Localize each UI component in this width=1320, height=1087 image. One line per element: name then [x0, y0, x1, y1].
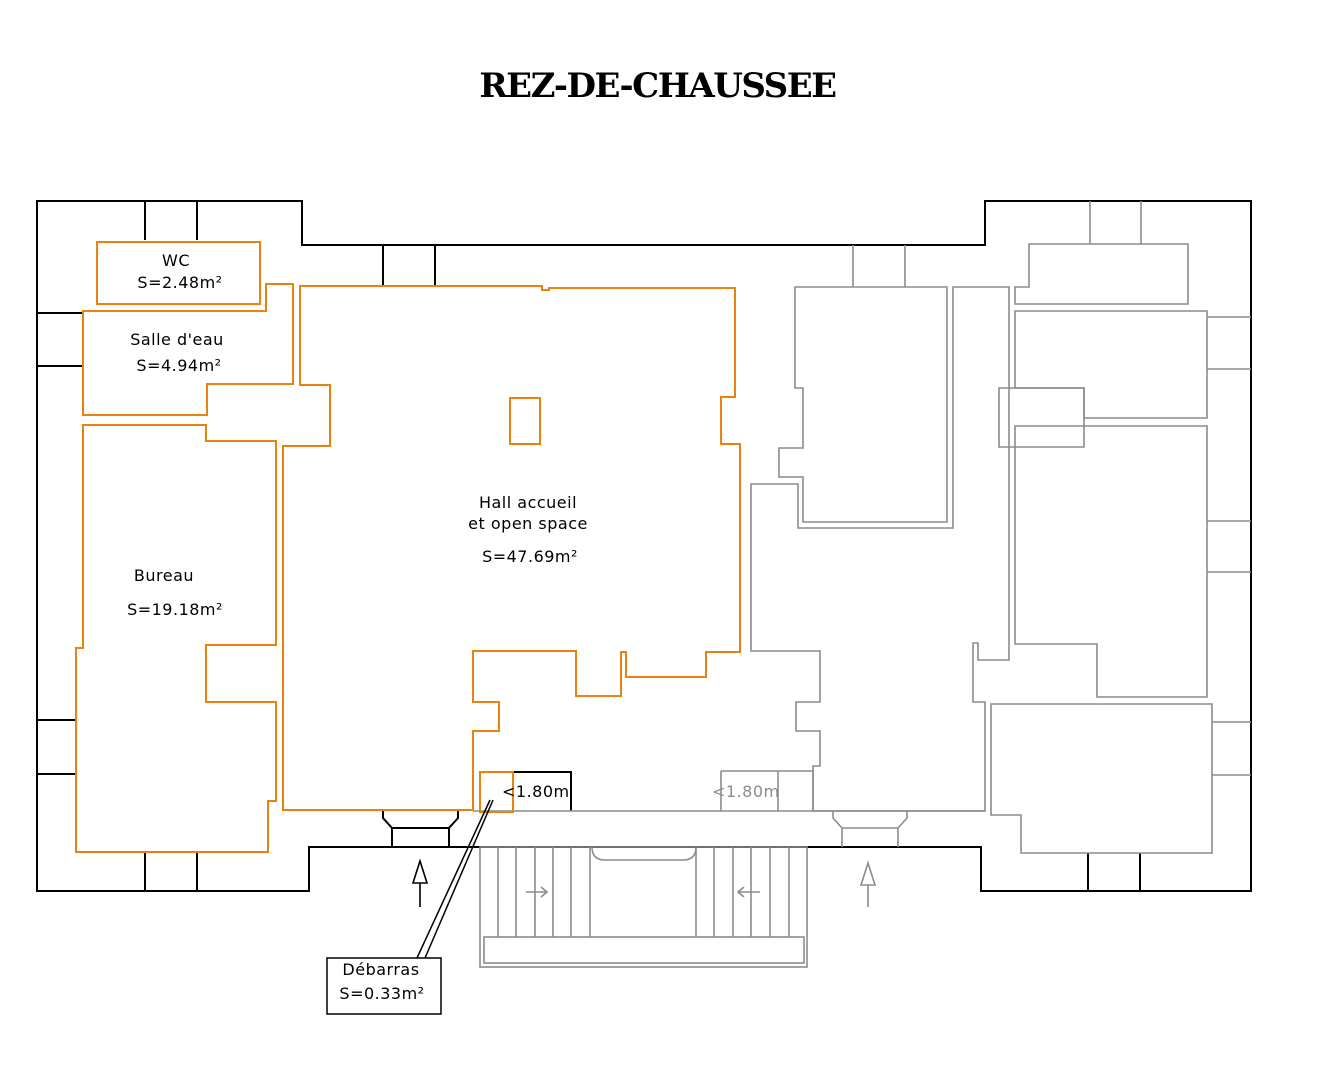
bureau-name: Bureau	[134, 566, 194, 585]
height-mark-left: <1.80m	[502, 782, 570, 801]
hall-area: S=47.69m²	[482, 547, 578, 566]
entry-arrow-right-icon	[859, 860, 877, 907]
wall-segments	[37, 201, 1141, 891]
stair-arrow-right-icon	[526, 886, 549, 898]
outer-wall	[36, 200, 1252, 892]
pillar	[509, 397, 541, 445]
room-hall[interactable]	[282, 285, 741, 811]
salle-name: Salle d'eau	[130, 330, 224, 349]
neighbor-unit	[473, 201, 1251, 907]
room-debarras[interactable]	[479, 771, 514, 813]
debarras-label-box	[326, 957, 442, 1015]
debarras-name: Débarras	[342, 960, 419, 979]
wc-name: WC	[162, 251, 190, 270]
height-zone-left	[513, 771, 572, 811]
room-wc[interactable]	[96, 241, 261, 305]
debarras-area: S=0.33m²	[339, 984, 424, 1003]
salle-area: S=4.94m²	[136, 356, 221, 375]
plan-title: REZ-DE-CHAUSSEE	[479, 66, 837, 106]
stair-arrow-left-icon	[736, 886, 760, 898]
debarras-leader	[416, 799, 494, 959]
exterior-stairs	[479, 846, 808, 968]
hall-name-2: et open space	[468, 514, 588, 533]
bureau-area: S=19.18m²	[127, 600, 223, 619]
room-bureau[interactable]	[75, 424, 277, 853]
wc-area: S=2.48m²	[137, 273, 222, 292]
hall-name-1: Hall accueil	[479, 493, 577, 512]
room-salle-deau[interactable]	[82, 283, 294, 416]
entry-arrow-icon	[411, 858, 429, 907]
entrance-step-left	[382, 811, 459, 847]
height-mark-right: <1.80m	[712, 782, 780, 801]
